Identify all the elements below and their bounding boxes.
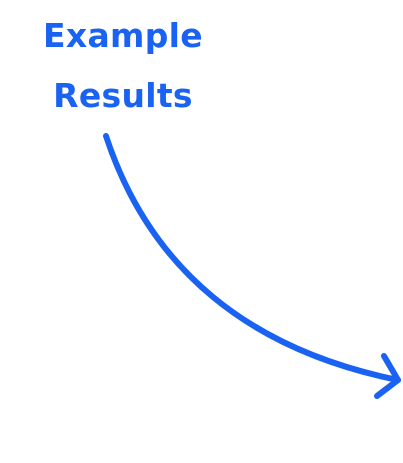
annotation-label: Example Results — [0, 6, 246, 126]
arrow-shaft — [103, 133, 401, 383]
annotation-line-2: Results — [53, 76, 193, 115]
annotation-line-1: Example — [43, 16, 203, 55]
arrow-head — [374, 353, 401, 399]
